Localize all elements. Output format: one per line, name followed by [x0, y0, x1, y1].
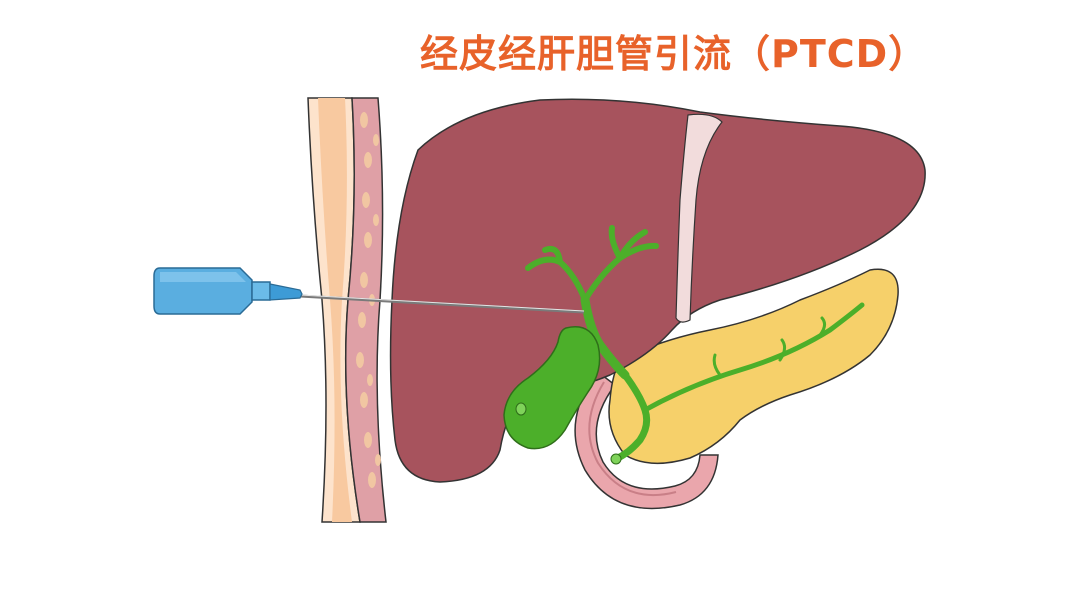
duodenum	[574, 370, 719, 510]
syringe-hub	[251, 281, 271, 301]
puncture-needle	[299, 294, 585, 314]
falciform-ligament	[675, 113, 723, 323]
syringe-tip	[269, 283, 303, 301]
page-title: 经皮经肝胆管引流（PTCD）	[420, 32, 928, 76]
duct-outlet	[610, 453, 622, 465]
wall-muscle-layer	[344, 97, 387, 523]
gallbladder-stone	[515, 402, 527, 416]
syringe[interactable]	[153, 267, 303, 315]
muscle-dots	[356, 112, 381, 488]
gallbladder	[503, 326, 601, 450]
abdominal-wall	[307, 97, 387, 523]
wall-fat-layer	[318, 98, 352, 522]
bile-duct-tree	[525, 225, 865, 462]
